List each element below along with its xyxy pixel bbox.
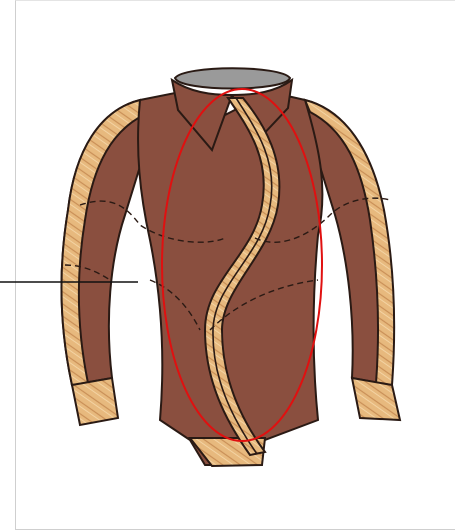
left-sleeve bbox=[62, 100, 150, 425]
right-cuff bbox=[352, 378, 400, 420]
collar-neck-opening bbox=[175, 68, 290, 88]
right-sleeve bbox=[305, 100, 400, 420]
left-cuff bbox=[72, 378, 118, 425]
